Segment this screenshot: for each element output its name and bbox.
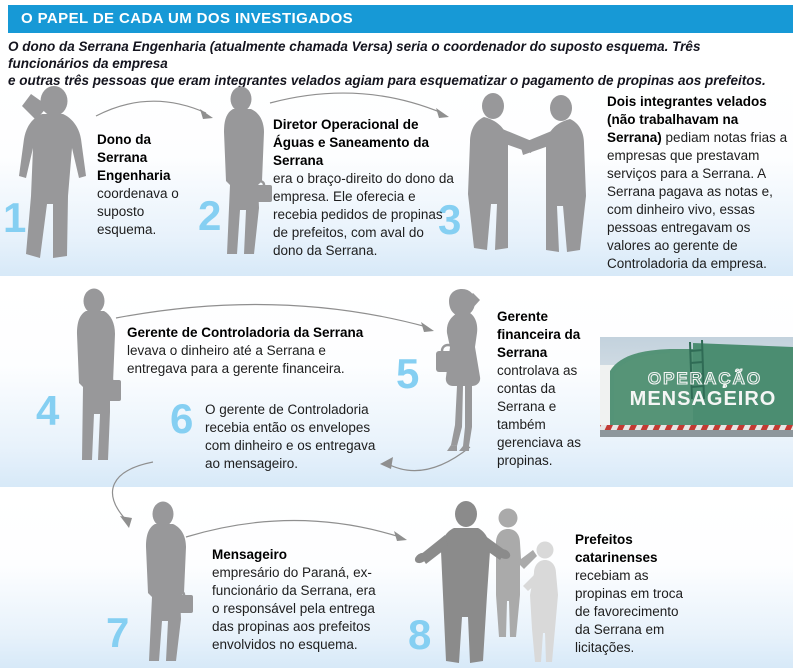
silhouette-mayors-group-8 <box>414 501 558 663</box>
step-3-title: Dois integrantes velados (não trabalhava… <box>607 94 767 145</box>
truck-ladder <box>689 339 705 400</box>
step-7-body: empresário do Paraná, ex-funcionário da … <box>212 565 376 652</box>
step-2-title: Diretor Operacional de Águas e Saneament… <box>273 117 430 168</box>
step-number-1: 1 <box>3 194 27 241</box>
truck-caption-line-2: MENSAGEIRO <box>630 388 777 410</box>
intro-text: O dono da Serrana Engenharia (atualmente… <box>8 38 770 89</box>
step-4-text: Gerente de Controladoria da Serrana leva… <box>127 324 382 378</box>
page-title: O PAPEL DE CADA UM DOS INVESTIGADOS <box>21 10 354 27</box>
step-number-4: 4 <box>36 387 60 434</box>
step-number-6: 6 <box>170 395 194 442</box>
title-bar: O PAPEL DE CADA UM DOS INVESTIGADOS <box>8 5 793 33</box>
silhouette-mayor-dark <box>414 501 511 663</box>
step-3-text: Dois integrantes velados (não trabalhava… <box>607 93 791 273</box>
step-5-title: Gerente financeira da Serrana <box>497 309 581 360</box>
step-number-5: 5 <box>396 350 420 397</box>
step-8-text: Prefeitos catarinenses recebiam as propi… <box>575 531 697 657</box>
silhouette-man-briefcase-7 <box>146 501 193 661</box>
step-1-title: Dono da Serrana Engenharia <box>97 132 171 183</box>
step-5-text: Gerente financeira da Serrana controlava… <box>497 308 585 470</box>
operation-mensageiro-truck-photo: OPERAÇÃO MENSAGEIRO <box>600 337 793 437</box>
step-number-7: 7 <box>106 609 130 656</box>
step-8-body: recebiam as propinas em troca de favorec… <box>575 568 684 655</box>
intro-line-1: O dono da Serrana Engenharia (atualmente… <box>8 39 701 71</box>
silhouette-mayor-light <box>523 541 558 662</box>
silhouette-man-briefcase-2 <box>224 86 272 254</box>
truck-bumper-stripes <box>600 425 793 430</box>
step-4-title: Gerente de Controladoria da Serrana <box>127 325 364 340</box>
step-1-text: Dono da Serrana Engenharia coordenava o … <box>97 131 189 239</box>
step-5-body: controlava as contas da Serrana e também… <box>497 363 582 468</box>
step-2-text: Diretor Operacional de Águas e Saneament… <box>273 116 455 260</box>
step-7-text: Mensageiro empresário do Paraná, ex-func… <box>212 546 384 654</box>
step-6-text: O gerente de Controladoria recebia então… <box>205 401 383 473</box>
step-8-title: Prefeitos catarinenses <box>575 532 658 565</box>
truck-caption-line-1: OPERAÇÃO <box>648 368 762 388</box>
silhouette-woman-handbag-5 <box>436 289 481 451</box>
step-2-body: era o braço-direito do dono da empresa. … <box>273 171 454 258</box>
silhouette-handshake-pair-3 <box>468 93 586 252</box>
intro-line-2: e outras três pessoas que eram integrant… <box>8 73 766 88</box>
silhouette-mayor-medium <box>496 508 537 637</box>
step-7-title: Mensageiro <box>212 547 288 562</box>
step-4-body: levava o dinheiro até a Serrana e entreg… <box>127 343 345 376</box>
step-number-8: 8 <box>408 611 432 658</box>
step-number-2: 2 <box>198 192 222 239</box>
step-3-body: pediam notas frias a empresas que presta… <box>607 130 788 271</box>
silhouette-man-briefcase-4 <box>77 288 121 460</box>
step-number-3: 3 <box>438 196 462 243</box>
step-6-body: O gerente de Controladoria recebia então… <box>205 402 376 471</box>
silhouette-man-on-phone-1 <box>19 86 86 258</box>
step-1-body: coordenava o suposto esquema. <box>97 186 179 237</box>
